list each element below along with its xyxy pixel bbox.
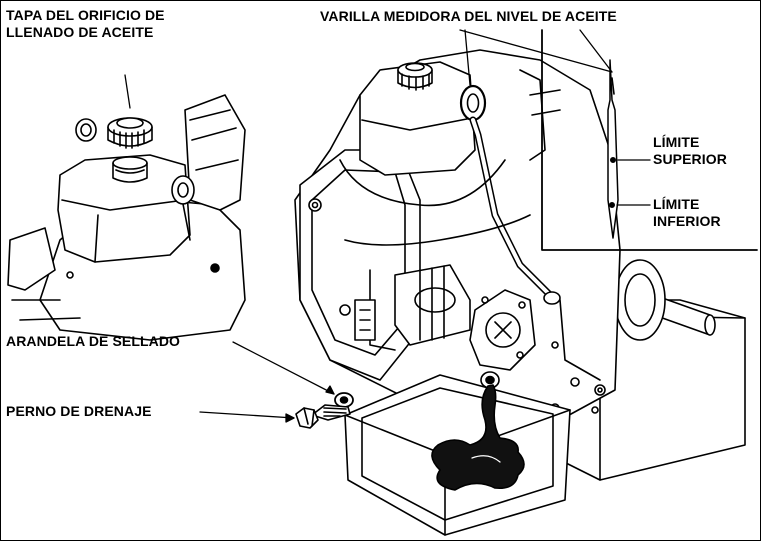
fill-cap-inset <box>7 74 246 341</box>
upper-limit-label-line-2: SUPERIOR <box>653 151 727 167</box>
sealing-washer-icon <box>334 392 354 408</box>
upper-limit-label-line-1: LÍMITE <box>653 134 700 150</box>
sealing-washer-label: ARANDELA DE SELLADO <box>6 333 180 350</box>
upper-limit-label: LÍMITE SUPERIOR <box>653 134 727 168</box>
drain-bolt-label: PERNO DE DRENAJE <box>6 403 152 420</box>
lower-limit-label-line-1: LÍMITE <box>653 196 700 212</box>
dipstick-detail-inset <box>541 29 758 251</box>
drain-bolt-icon <box>295 404 351 429</box>
lower-limit-label: LÍMITE INFERIOR <box>653 196 721 230</box>
oil-puddle-icon <box>431 384 525 491</box>
drain-bolt-label-text: PERNO DE DRENAJE <box>6 403 152 419</box>
fill-cap-label: TAPA DEL ORIFICIO DE LLENADO DE ACEITE <box>6 7 165 41</box>
dipstick-icon <box>459 84 561 305</box>
lower-limit-label-line-2: INFERIOR <box>653 213 721 229</box>
fill-cap-label-line-2: LLENADO DE ACEITE <box>6 24 154 40</box>
lower-limit-mark <box>608 202 615 209</box>
upper-limit-mark <box>609 157 616 164</box>
dipstick-label-text: VARILLA MEDIDORA DEL NIVEL DE ACEITE <box>320 8 617 24</box>
sealing-washer-label-text: ARANDELA DE SELLADO <box>6 333 181 349</box>
fill-cap-label-line-1: TAPA DEL ORIFICIO DE <box>6 7 165 23</box>
leader-lines <box>199 29 651 423</box>
dipstick-label: VARILLA MEDIDORA DEL NIVEL DE ACEITE <box>320 8 617 25</box>
engine-illustration <box>294 49 746 481</box>
fill-cap-icon <box>107 74 153 149</box>
